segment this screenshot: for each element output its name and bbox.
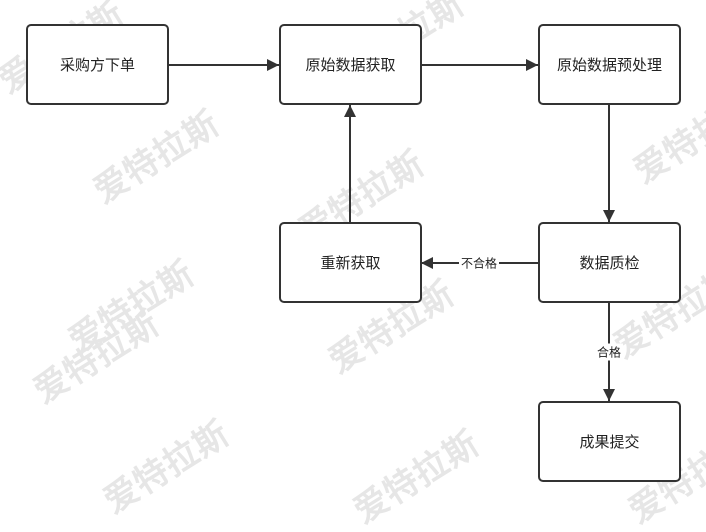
node-raw-data-preprocessing: 原始数据预处理: [538, 24, 681, 105]
node-reacquire: 重新获取: [279, 222, 422, 303]
edge-label-pass: 合格: [594, 343, 624, 361]
node-label: 成果提交: [579, 433, 640, 451]
node-label: 原始数据获取: [305, 56, 396, 74]
node-label: 重新获取: [320, 254, 381, 272]
node-label: 数据质检: [579, 254, 640, 272]
node-data-quality-check: 数据质检: [538, 222, 681, 303]
edge-label-fail: 不合格: [458, 254, 500, 272]
node-raw-data-acquisition: 原始数据获取: [279, 24, 422, 105]
node-result-submission: 成果提交: [538, 401, 681, 482]
node-label: 采购方下单: [59, 56, 135, 74]
node-purchase-order: 采购方下单: [26, 24, 169, 105]
node-label: 原始数据预处理: [556, 56, 662, 74]
